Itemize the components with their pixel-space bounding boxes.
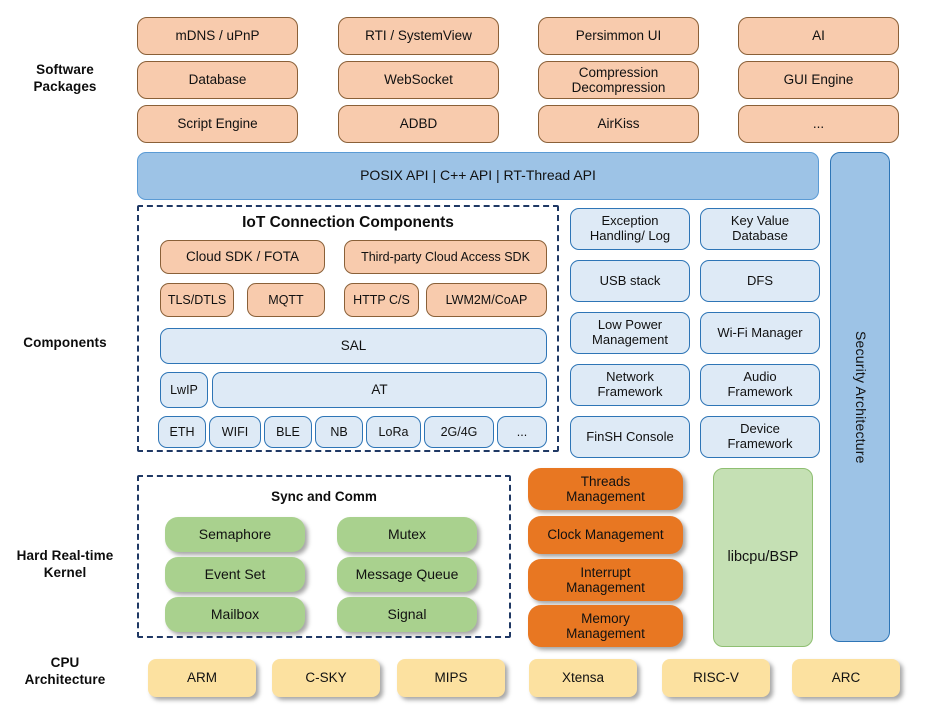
package-box[interactable]: RTI / SystemView — [338, 17, 499, 55]
iot-bearer-box[interactable]: 2G/4G — [424, 416, 494, 448]
package-box[interactable]: Database — [137, 61, 298, 99]
component-box[interactable]: FinSH Console — [570, 416, 690, 458]
row-label-components: Components — [23, 335, 107, 350]
security-architecture-bar[interactable]: Security Architecture — [830, 152, 890, 642]
iot-bearer-box[interactable]: ... — [497, 416, 547, 448]
iot-lwip-box[interactable]: LwIP — [160, 372, 208, 408]
iot-box[interactable]: TLS/DTLS — [160, 283, 234, 317]
iot-bearer-box[interactable]: NB — [315, 416, 363, 448]
iot-bearer-box[interactable]: ETH — [158, 416, 206, 448]
package-box[interactable]: ADBD — [338, 105, 499, 143]
component-box[interactable]: DFS — [700, 260, 820, 302]
security-architecture-label: Security Architecture — [852, 330, 869, 464]
iot-box[interactable]: Cloud SDK / FOTA — [160, 240, 325, 274]
iot-sal-box[interactable]: SAL — [160, 328, 547, 364]
cpu-arch-box[interactable]: MIPS — [397, 659, 505, 697]
package-box[interactable]: GUI Engine — [738, 61, 899, 99]
iot-group-title: IoT Connection Components — [242, 214, 454, 231]
package-box[interactable]: ... — [738, 105, 899, 143]
iot-bearer-box[interactable]: WIFI — [209, 416, 261, 448]
kernel-sync-box[interactable]: Event Set — [165, 557, 305, 592]
package-box[interactable]: AI — [738, 17, 899, 55]
package-box[interactable]: Persimmon UI — [538, 17, 699, 55]
sync-and-comm-title: Sync and Comm — [271, 489, 377, 504]
kernel-sync-box[interactable]: Semaphore — [165, 517, 305, 552]
package-box[interactable]: AirKiss — [538, 105, 699, 143]
kernel-sync-box[interactable]: Mailbox — [165, 597, 305, 632]
cpu-arch-box[interactable]: ARM — [148, 659, 256, 697]
api-layer-bar[interactable]: POSIX API | C++ API | RT-Thread API — [137, 152, 819, 200]
package-box[interactable]: mDNS / uPnP — [137, 17, 298, 55]
iot-box[interactable]: HTTP C/S — [344, 283, 419, 317]
cpu-arch-box[interactable]: Xtensa — [529, 659, 637, 697]
kernel-management-box[interactable]: Clock Management — [528, 516, 683, 554]
iot-box[interactable]: LWM2M/CoAP — [426, 283, 547, 317]
iot-bearer-box[interactable]: BLE — [264, 416, 312, 448]
iot-box[interactable]: Third-party Cloud Access SDK — [344, 240, 547, 274]
kernel-sync-box[interactable]: Message Queue — [337, 557, 477, 592]
iot-at-box[interactable]: AT — [212, 372, 547, 408]
component-box[interactable]: USB stack — [570, 260, 690, 302]
cpu-arch-box[interactable]: ARC — [792, 659, 900, 697]
kernel-sync-box[interactable]: Signal — [337, 597, 477, 632]
iot-bearer-box[interactable]: LoRa — [366, 416, 421, 448]
cpu-arch-box[interactable]: RISC-V — [662, 659, 770, 697]
package-box[interactable]: WebSocket — [338, 61, 499, 99]
iot-box[interactable]: MQTT — [247, 283, 325, 317]
package-box[interactable]: Script Engine — [137, 105, 298, 143]
kernel-sync-box[interactable]: Mutex — [337, 517, 477, 552]
libcpu-bsp-box[interactable]: libcpu/BSP — [713, 468, 813, 647]
cpu-arch-box[interactable]: C-SKY — [272, 659, 380, 697]
component-box[interactable]: Wi-Fi Manager — [700, 312, 820, 354]
